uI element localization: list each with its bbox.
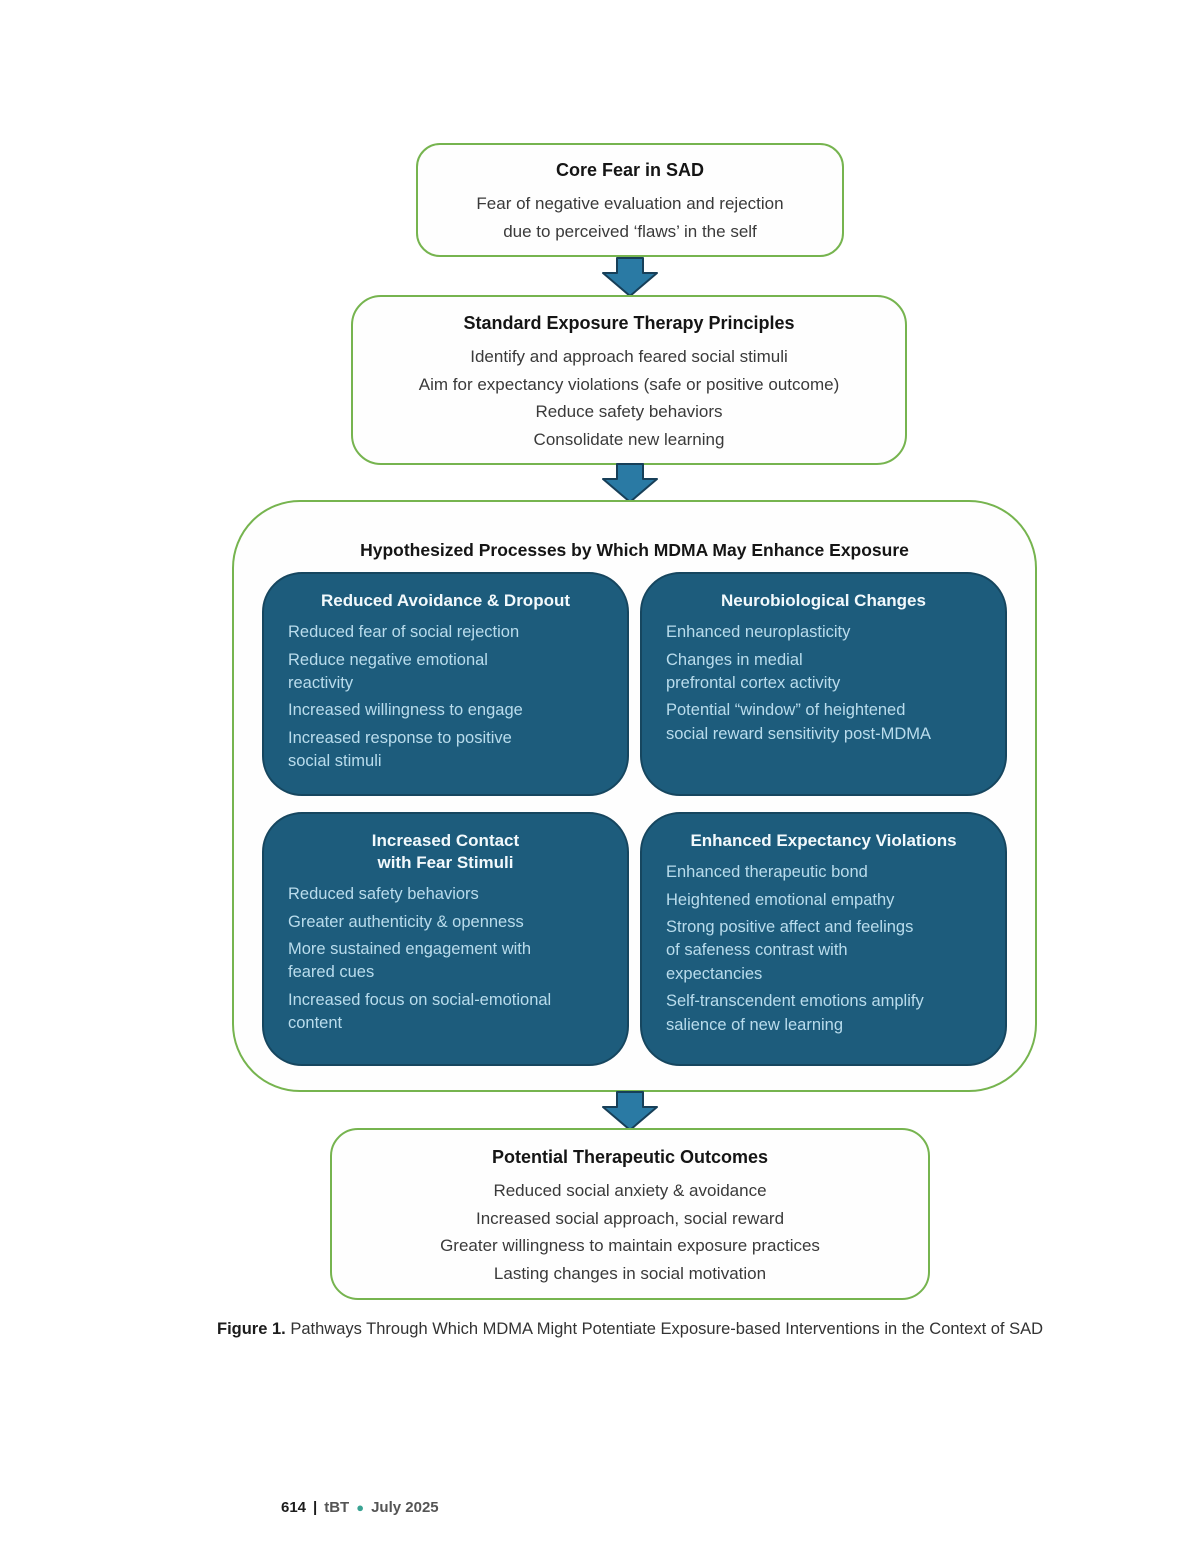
process-item: Increased focus on social-emotional cont… [288,990,552,1033]
hypothesized-processes-container: Hypothesized Processes by Which MDMA May… [232,500,1037,1092]
standard-exposure-title: Standard Exposure Therapy Principles [463,313,795,333]
page-footer: 614 | tBT ● July 2025 [281,1499,439,1516]
down-arrow-icon [602,463,658,503]
principle-line: Reduce safety behaviors [535,402,723,422]
process-item: Heightened emotional empathy [666,890,895,909]
outcome-line: Increased social approach, social reward [475,1208,785,1228]
process-item: Increased response to positive social st… [288,728,512,771]
process-box-title: Reduced Avoidance & Dropout [320,591,571,610]
process-box-reduced-avoidance: Reduced Avoidance & Dropout Reduced fear… [262,572,629,796]
process-box-title: Enhanced Expectancy Violations [690,831,957,850]
process-item: Self-transcendent emotions amplify salie… [666,992,924,1034]
principle-line: Aim for expectancy violations (safe or p… [418,374,840,394]
process-box-neurobiological: Neurobiological Changes Enhanced neuropl… [640,572,1007,796]
figure-caption-label: Figure 1. [216,1320,286,1338]
journal-abbreviation: tBT [324,1499,350,1516]
core-fear-title: Core Fear in SAD [555,160,705,180]
footer-separator: | [313,1499,318,1516]
process-item: Increased willingness to engage [288,701,523,720]
outcome-line: Greater willingness to maintain exposure… [440,1236,820,1256]
issue-date: July 2025 [371,1499,439,1516]
principle-line: Consolidate new learning [533,429,725,449]
therapeutic-outcomes-box: Potential Therapeutic Outcomes Reduced s… [330,1128,930,1300]
figure-caption-text: Pathways Through Which MDMA Might Potent… [290,1320,1044,1338]
therapeutic-outcomes-body: Reduced social anxiety & avoidance Incre… [350,1177,910,1287]
bullet-icon: ● [356,1500,365,1515]
process-item: Enhanced therapeutic bond [666,863,868,882]
standard-exposure-body: Identify and approach feared social stim… [371,343,887,453]
standard-exposure-box: Standard Exposure Therapy Principles Ide… [351,295,907,465]
process-box-title: Neurobiological Changes [721,591,926,610]
down-arrow-icon [602,257,658,297]
process-item: Enhanced neuroplasticity [666,623,851,642]
process-item: Reduce negative emotional reactivity [288,650,488,692]
core-fear-body: Fear of negative evaluation and rejectio… [476,194,784,241]
principle-line: Identify and approach feared social stim… [470,347,788,366]
page-number: 614 [281,1499,307,1516]
figure-caption: Figure 1. Pathways Through Which MDMA Mi… [130,1320,1130,1339]
process-item: Strong positive affect and feelings of s… [666,917,914,983]
process-item: Reduced fear of social rejection [288,623,520,642]
process-box-increased-contact: Increased Contact with Fear Stimuli Redu… [262,812,629,1066]
process-item: Reduced safety behaviors [288,885,479,904]
process-box-title: Increased Contact with Fear Stimuli [371,831,520,873]
process-item: More sustained engagement with feared cu… [288,940,532,982]
outcome-line: Lasting changes in social motivation [493,1263,767,1283]
down-arrow-icon [602,1091,658,1131]
therapeutic-outcomes-title: Potential Therapeutic Outcomes [491,1147,769,1167]
core-fear-box: Core Fear in SAD Fear of negative evalua… [416,143,844,257]
process-item: Changes in medial prefrontal cortex acti… [666,650,841,692]
process-box-expectancy-violations: Enhanced Expectancy Violations Enhanced … [640,812,1007,1066]
outcome-line: Reduced social anxiety & avoidance [493,1181,767,1200]
process-item: Potential “window” of heightened social … [666,701,931,743]
process-item: Greater authenticity & openness [288,912,524,931]
hypothesized-processes-title: Hypothesized Processes by Which MDMA May… [360,540,909,560]
